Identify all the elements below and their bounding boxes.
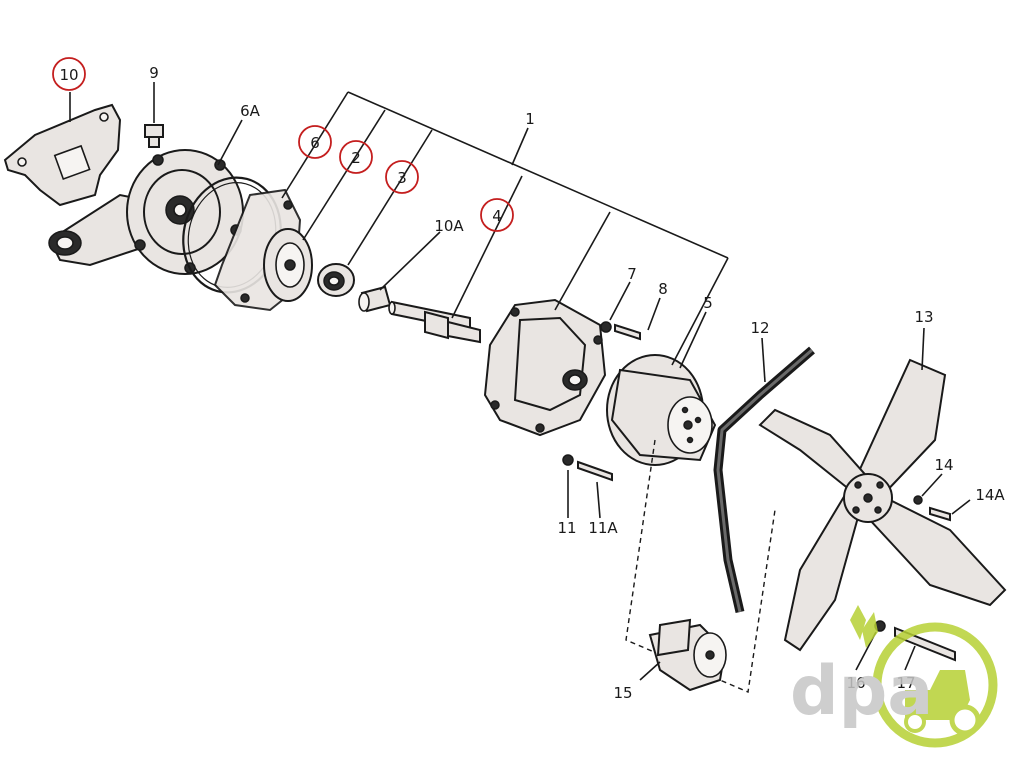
ring-3: [385, 160, 419, 194]
callout-6: 6: [310, 134, 320, 152]
part-2-seal: [263, 228, 313, 302]
callout-labels: 10 9 6A 6 2 3 1 10A 4 7 8 5 12 13 14 14A…: [59, 64, 1005, 702]
part-3-bushing: [317, 263, 355, 297]
pump-body: [483, 298, 607, 437]
callout-3: 3: [397, 169, 407, 187]
part-14-washer: [913, 495, 923, 505]
ring-4: [480, 198, 514, 232]
callout-7: 7: [627, 265, 637, 283]
callout-14: 14: [934, 456, 953, 474]
callout-15: 15: [613, 684, 632, 702]
callout-12: 12: [750, 319, 769, 337]
callout-4: 4: [492, 207, 502, 225]
callout-11a: 11A: [588, 519, 618, 537]
callout-11: 11: [557, 519, 576, 537]
part-5-pulley: [606, 354, 717, 466]
part-13-fan: [758, 358, 1007, 652]
callout-2: 2: [351, 149, 361, 167]
wheat-icon: [850, 605, 866, 640]
part-7-nut: [600, 321, 612, 333]
callout-10a: 10A: [434, 217, 464, 235]
part-6a-housing: [48, 149, 244, 275]
part-4-shaft: [388, 300, 481, 344]
leader-lines: [69, 82, 971, 681]
part-11-nut: [562, 454, 574, 466]
watermark-text: dpa: [790, 652, 933, 731]
highlight-rings: [52, 57, 514, 232]
callout-1: 1: [525, 110, 535, 128]
part-11a-bolt: [577, 460, 613, 482]
callout-14a: 14A: [975, 486, 1005, 504]
part-10a-sleeve: [358, 285, 392, 313]
logo-ring: [872, 622, 998, 748]
part-14a-bolt: [929, 506, 951, 522]
callout-16: 16: [846, 674, 865, 692]
callout-9: 9: [149, 64, 159, 82]
part-15-spacer: [625, 439, 776, 693]
dpa-watermark-logo: dpa: [790, 605, 998, 748]
ring-6: [298, 125, 332, 159]
tractor-icon: [905, 670, 970, 720]
callout-8: 8: [658, 280, 668, 298]
ring-10: [52, 57, 86, 91]
part-12-belt: [713, 346, 815, 614]
callout-10: 10: [59, 66, 78, 84]
part-9-plug: [144, 124, 164, 148]
part-8-bolt: [614, 323, 641, 341]
callout-13: 13: [914, 308, 933, 326]
callout-6a: 6A: [240, 102, 261, 120]
callout-17: 17: [896, 674, 915, 692]
callout-5: 5: [703, 294, 713, 312]
ring-2: [339, 140, 373, 174]
part-10-gasket: [3, 103, 122, 207]
